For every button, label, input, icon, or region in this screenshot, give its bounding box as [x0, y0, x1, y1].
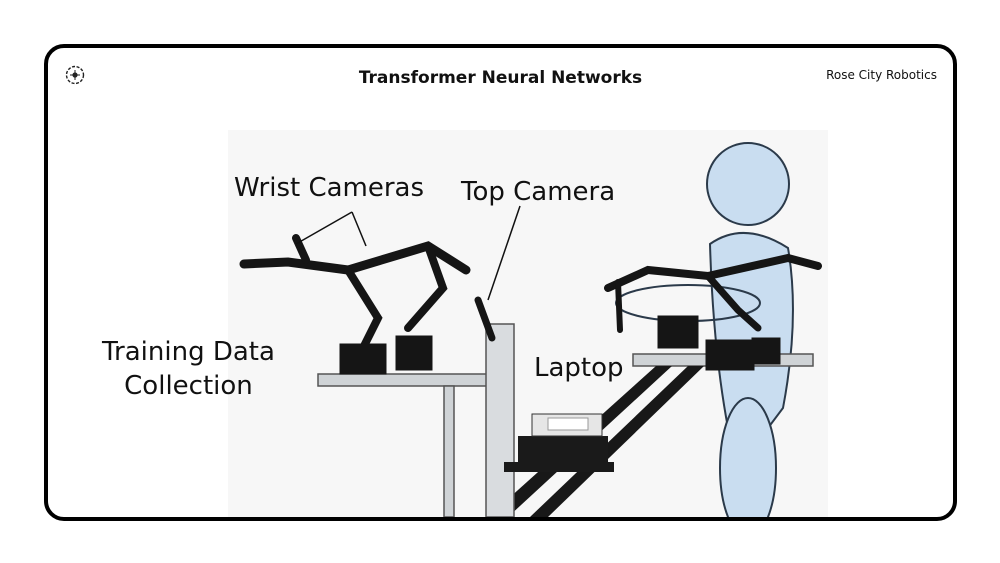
laptop-label: Laptop	[534, 353, 624, 383]
left-robot-arms	[239, 234, 496, 375]
training-label-line-2: Collection	[124, 370, 253, 401]
training-label-line-1: Training Data	[102, 337, 275, 367]
top-camera-label: Top Camera	[461, 177, 616, 207]
human-operator-silhouette	[615, 142, 794, 517]
slide-frame: Transformer Neural Networks Rose City Ro…	[44, 44, 957, 521]
wrist-cameras-label: Wrist Cameras	[234, 173, 425, 203]
page-title: Transformer Neural Networks	[358, 68, 643, 88]
atom-gear-icon	[65, 65, 85, 85]
right-robot-arms	[604, 253, 822, 371]
robot-setup-illustration	[228, 130, 828, 517]
left-table	[317, 323, 515, 517]
laptop	[504, 413, 614, 472]
callout-lines	[295, 205, 521, 301]
training-data-collection-label: Training Data Collection	[102, 336, 275, 404]
brand-name: Rose City Robotics	[826, 68, 937, 82]
